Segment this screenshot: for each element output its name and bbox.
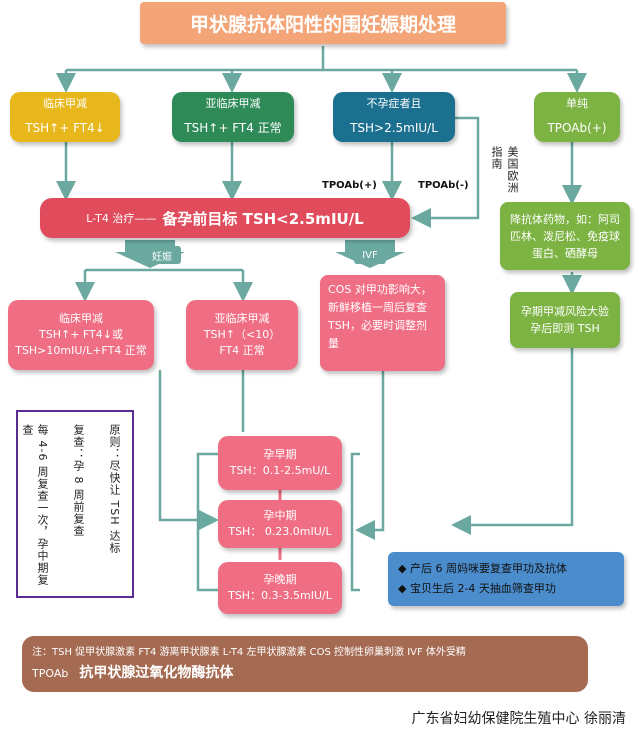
trimester-value: TSH：0.3-3.5mIU/L [228,589,332,602]
footer-credit: 广东省妇幼保健院生殖中心 徐丽清 [411,711,626,727]
principle-3: 每 4-6 周复查一次，孕中期复查 [21,424,49,586]
note-line-1: 注：TSH 促甲状腺激素 FT4 游离甲状腺素 L-T4 左甲状腺激素 COS … [32,647,466,658]
box-single-tpoab: 单纯 TPOAb(+) [534,92,620,142]
box-body: TSH↑+ FT4↓ [25,120,105,135]
box-line-1: TSH↑+ FT4↓或 [39,328,123,341]
box-line-2: TSH>10mIU/L+FT4 正常 [15,344,147,357]
box-header: 临床甲减 [43,97,87,110]
lt4-prefix: L-T4 治疗—— [86,212,157,225]
box-clinical-hypothyroid: 临床甲减 TSH↑+ FT4↓ [10,92,120,142]
trimester-third: 孕晚期 TSH：0.3-3.5mIU/L [218,562,342,614]
trimester-value: TSH： 0.23.0mIU/L [228,525,332,538]
lt4-treatment-bar: L-T4 治疗—— 备孕前目标 TSH<2.5mIU/L [40,198,410,238]
principle-1: 原则：尽快让 TSH 达标 [108,424,121,554]
box-header: 不孕症者且 [366,97,422,110]
box-infertility: 不孕症者且 TSH>2.5mIU/L [333,92,455,142]
anti-antibody-drugs-box: 降抗体药物，如：阿司匹林、泼尼松、免疫球蛋白、硒酵母 [500,202,630,270]
lt4-target: 备孕前目标 TSH<2.5mIU/L [162,209,364,228]
box-header: 亚临床甲减 [214,312,270,325]
pregnancy-risk-box: 孕期甲减风险大验孕后即测 TSH [510,292,620,348]
principle-2: 复查：孕 8 周前复查 [72,424,85,537]
risk-text: 孕期甲减风险大验孕后即测 TSH [521,305,609,335]
page-title: 甲状腺抗体阳性的围妊娠期处理 [140,2,506,44]
tpoab-positive-label: TPOAb(+) [322,180,377,191]
preg-subclinical-hypothyroid: 亚临床甲减 TSH↑（<10） FT4 正常 [186,300,298,370]
ivf-label: IVF [354,246,386,264]
diamond-bullet-icon: ◆ [398,562,410,575]
diamond-bullet-icon: ◆ [398,582,410,595]
preg-clinical-hypothyroid: 临床甲减 TSH↑+ FT4↓或 TSH>10mIU/L+FT4 正常 [8,300,154,370]
box-line-1: TSH↑（<10） [203,328,281,341]
principles-frame: 原则：尽快让 TSH 达标 复查：孕 8 周前复查 每 4-6 周复查一次，孕中… [16,410,134,598]
abbreviation-note: 注：TSH 促甲状腺激素 FT4 游离甲状腺素 L-T4 左甲状腺激素 COS … [22,636,588,692]
box-header: 亚临床甲减 [205,97,261,110]
postpartum-item-1: ◆ 产后 6 周妈咪要复查甲功及抗体 [398,562,567,575]
trimester-name: 孕中期 [263,509,297,522]
pregnancy-label: 妊娠 [143,246,181,264]
trimester-name: 孕晚期 [263,573,297,586]
ivf-note-text: COS 对甲功影响大，新鲜移植一周后复查TSH，必要时调整剂量 [328,283,432,350]
box-body: TSH↑+ FT4 正常 [184,120,282,135]
ivf-note-box: COS 对甲功影响大，新鲜移植一周后复查TSH，必要时调整剂量 [320,275,445,371]
trimester-second: 孕中期 TSH： 0.23.0mIU/L [218,500,342,548]
note-line-2: TPOAb 抗甲状腺过氧化物酶抗体 [32,665,234,681]
trimester-value: TSH：0.1-2.5mU/L [229,464,331,477]
box-header: 单纯 [566,97,588,110]
trimester-name: 孕早期 [263,448,297,461]
box-header: 临床甲减 [59,312,103,325]
drugs-text: 降抗体药物，如：阿司匹林、泼尼松、免疫球蛋白、硒酵母 [510,212,620,260]
box-body: TSH>2.5mIU/L [350,120,438,135]
box-subclinical-hypothyroid: 亚临床甲减 TSH↑+ FT4 正常 [172,92,294,142]
box-body: TPOAb(+) [547,120,607,135]
postpartum-box: ◆ 产后 6 周妈咪要复查甲功及抗体 ◆ 宝贝生后 2-4 天抽血筛查甲功 [388,552,624,606]
us-europe-guideline: 美国欧洲指南 [490,146,519,194]
box-line-2: FT4 正常 [219,344,265,357]
postpartum-item-2: ◆ 宝贝生后 2-4 天抽血筛查甲功 [398,582,556,595]
tpoab-negative-label: TPOAb(-) [418,180,469,191]
trimester-first: 孕早期 TSH：0.1-2.5mU/L [218,436,342,490]
